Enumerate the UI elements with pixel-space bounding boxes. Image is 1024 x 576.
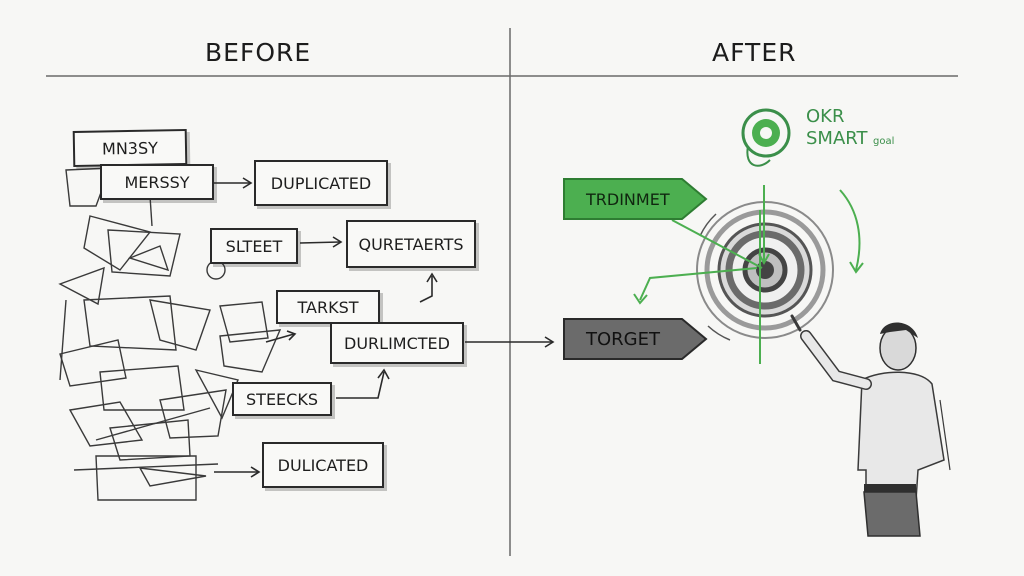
box-messy-2: MERSSY: [100, 164, 214, 200]
logo-small: goal: [873, 136, 895, 147]
box-messy-1: MN3SY: [72, 129, 188, 167]
box-durlimcted: DURLIMCTED: [330, 322, 464, 364]
box-silted: SLTEET: [210, 228, 298, 264]
green-pointer: TRDINMET: [562, 176, 710, 222]
box-duplicated-1: DUPLICATED: [254, 160, 388, 206]
before-heading: BEFORE: [205, 38, 312, 67]
logo-line-1: OKR: [806, 106, 845, 127]
gray-pointer-label: TORGET: [586, 328, 660, 350]
okr-logo-icon: [741, 108, 791, 167]
box-dulicated: DULICATED: [262, 442, 384, 488]
after-arrows: [633, 185, 864, 364]
box-steecks: STEECKS: [232, 382, 332, 416]
gray-pointer: TORGET: [562, 316, 710, 362]
scribble-cluster: [58, 167, 282, 501]
box-tarkst: TARKST: [276, 290, 380, 324]
person-figure: [790, 314, 951, 537]
green-pointer-shape: [563, 178, 708, 220]
green-pointer-label: TRDINMET: [586, 189, 670, 209]
box-quretaerts: QURETAERTS: [346, 220, 476, 268]
after-heading: AFTER: [712, 38, 797, 67]
gray-pointer-shape: [563, 318, 708, 360]
logo-line-2: SMART: [806, 128, 868, 149]
